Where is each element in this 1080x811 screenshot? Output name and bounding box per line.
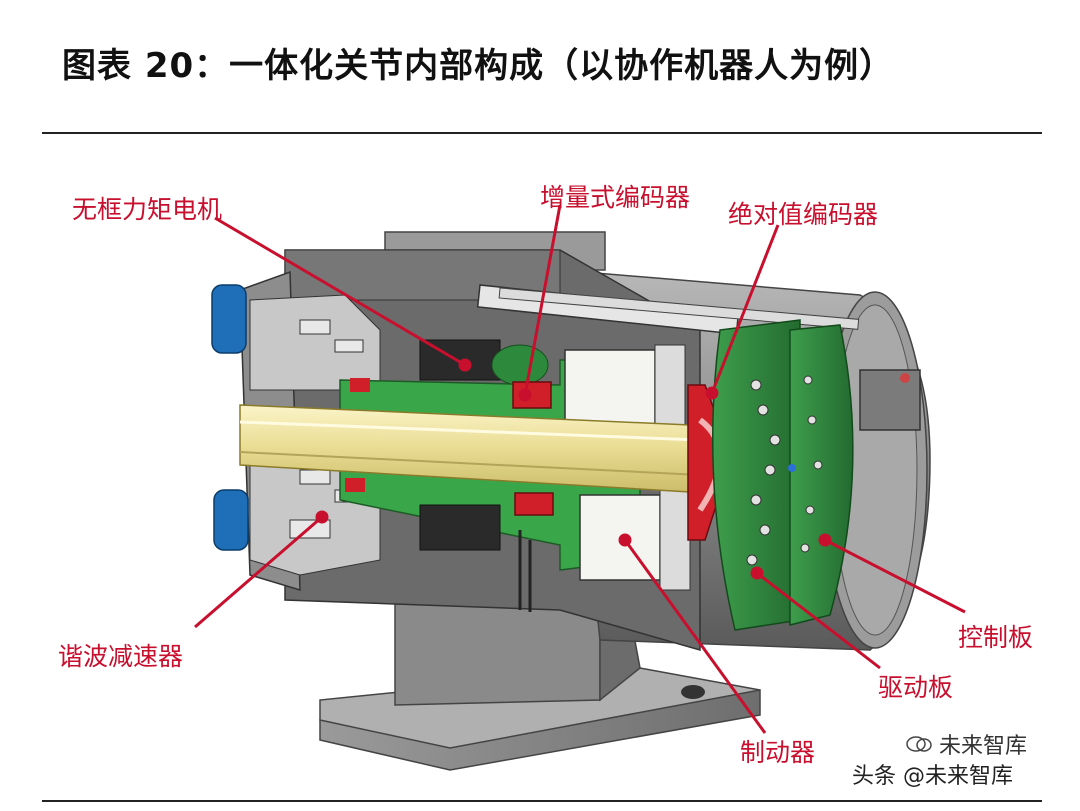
watermark-brand: 未来智库 <box>905 728 1027 760</box>
label-absolute-encoder: 绝对值编码器 <box>728 200 879 229</box>
label-incremental-encoder: 增量式编码器 <box>540 183 691 212</box>
bottom-divider <box>42 800 1042 802</box>
watermark-brand-text: 未来智库 <box>939 734 1028 759</box>
incremental-encoder <box>345 378 554 516</box>
cable <box>518 530 532 612</box>
top-divider <box>42 132 1042 134</box>
blue-cap-top <box>211 284 247 354</box>
control-board <box>788 324 854 626</box>
brake <box>564 344 691 591</box>
label-control-board: 控制板 <box>958 623 1034 652</box>
blue-cap-bottom <box>213 489 249 551</box>
label-harmonic-reducer: 谐波减速器 <box>58 642 184 671</box>
label-brake: 制动器 <box>740 738 816 767</box>
watermark-source: 头条 @未来智库 <box>852 764 1013 789</box>
label-drive-board: 驱动板 <box>878 673 954 702</box>
brand-logo-icon <box>906 736 932 752</box>
label-frameless-motor: 无框力矩电机 <box>72 195 223 224</box>
drive-board <box>712 319 801 631</box>
leader-lines <box>194 204 966 734</box>
page-title: 图表 20：一体化关节内部构成（以协作机器人为例） <box>62 46 895 86</box>
